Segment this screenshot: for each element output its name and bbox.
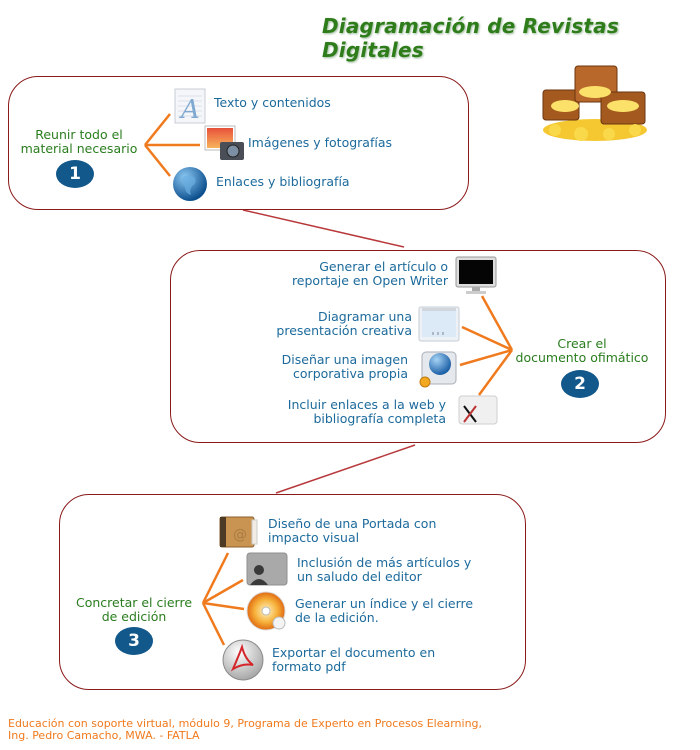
monitor-icon — [455, 256, 497, 294]
step-3-item-4: Exportar el documento en formato pdf — [272, 646, 435, 674]
step-3-label-line1: Concretar el cierre — [75, 595, 193, 610]
step-2-item-2: Diagramar una presentación creativa — [240, 310, 412, 338]
step-1-label-line2: material necesario — [20, 141, 138, 156]
step-2-item-1-line1: Generar el artículo o — [319, 259, 448, 274]
step-2-item-2-line1: Diagramar una — [318, 309, 412, 324]
step3-connectors — [201, 552, 245, 646]
step-1-label: Reunir todo el material necesario — [14, 128, 144, 156]
step-link-1-2 — [242, 209, 405, 248]
globe-icon — [173, 167, 207, 201]
step-3-item-3: Generar un índice y el cierre de la edic… — [295, 597, 473, 625]
step-3-item-1-line2: impacto visual — [268, 530, 360, 545]
step-3-item-3-line2: de la edición. — [295, 610, 379, 625]
step-1-label-line1: Reunir todo el — [35, 127, 123, 142]
step1-connectors — [144, 113, 200, 177]
step-2-item-2-line2: presentación creativa — [276, 323, 412, 338]
step-3-item-1: Diseño de una Portada con impacto visual — [268, 517, 436, 545]
address-book-icon: @ — [219, 516, 258, 548]
step-link-2-3 — [275, 444, 416, 494]
presentation-window-icon — [418, 306, 460, 342]
step-1-box — [8, 76, 469, 210]
text-document-icon: A — [174, 88, 206, 124]
svg-text:@: @ — [233, 527, 247, 543]
step-3-box — [59, 494, 526, 690]
step-3-label-line2: de edición — [101, 609, 167, 624]
step-2-label-line1: Crear el — [557, 336, 607, 351]
step-2-item-3-line1: Diseñar una imagen — [281, 352, 408, 367]
step-3-item-4-line1: Exportar el documento en — [272, 645, 436, 660]
step-2-item-3: Diseñar una imagen corporativa propia — [240, 353, 408, 381]
svg-text:A: A — [179, 95, 200, 124]
user-folder-icon — [246, 552, 288, 586]
footer-credits: Educación con soporte virtual, módulo 9,… — [8, 718, 482, 742]
step-2-label-line2: documento ofimático — [515, 350, 649, 365]
step-2-item-1-line2: reportaje en Open Writer — [291, 273, 448, 288]
step-3-label: Concretar el cierre de edición — [66, 596, 202, 624]
step2-connectors — [459, 295, 514, 396]
step-3-item-2: Inclusión de más artículos y un saludo d… — [297, 556, 471, 584]
step-3-item-1-line1: Diseño de una Portada con — [268, 516, 437, 531]
step-2-item-4-line1: Incluir enlaces a la web y — [287, 397, 446, 412]
step-2-item-1: Generar el artículo o reportaje en Open … — [240, 260, 448, 288]
page-title: Diagramación de Revistas Digitales — [322, 14, 619, 62]
step-3-badge: 3 — [115, 627, 153, 655]
step-1-badge: 1 — [56, 160, 94, 188]
step-1-item-1: Texto y contenidos — [214, 95, 331, 110]
photos-camera-icon — [204, 125, 244, 160]
step-3-item-3-line1: Generar un índice y el cierre — [295, 596, 474, 611]
step-3-item-2-line1: Inclusión de más artículos y — [297, 555, 472, 570]
step-2-box — [170, 250, 666, 443]
step-1-item-2: Imágenes y fotografías — [248, 135, 392, 150]
step-3-item-2-line2: un saludo del editor — [297, 569, 422, 584]
step-2-label: Crear el documento ofimático — [512, 337, 652, 365]
drive-globe-icon — [419, 351, 457, 388]
step-2-badge: 2 — [561, 370, 599, 398]
step-3-item-4-line2: formato pdf — [272, 659, 346, 674]
disc-burn-icon — [246, 591, 286, 631]
drawing-tools-icon — [458, 395, 498, 425]
pdf-acrobat-icon — [222, 639, 264, 681]
footer-line2: Ing. Pedro Camacho, MWA. - FATLA — [8, 729, 200, 742]
step-2-item-4: Incluir enlaces a la web y bibliografía … — [240, 398, 446, 426]
step-2-item-4-line2: bibliografía completa — [313, 411, 446, 426]
footer-line1: Educación con soporte virtual, módulo 9,… — [8, 717, 483, 730]
treasure-chests-icon — [542, 65, 647, 141]
step-2-item-3-line2: corporativa propia — [293, 366, 408, 381]
step-1-item-3: Enlaces y bibliografía — [216, 174, 350, 189]
